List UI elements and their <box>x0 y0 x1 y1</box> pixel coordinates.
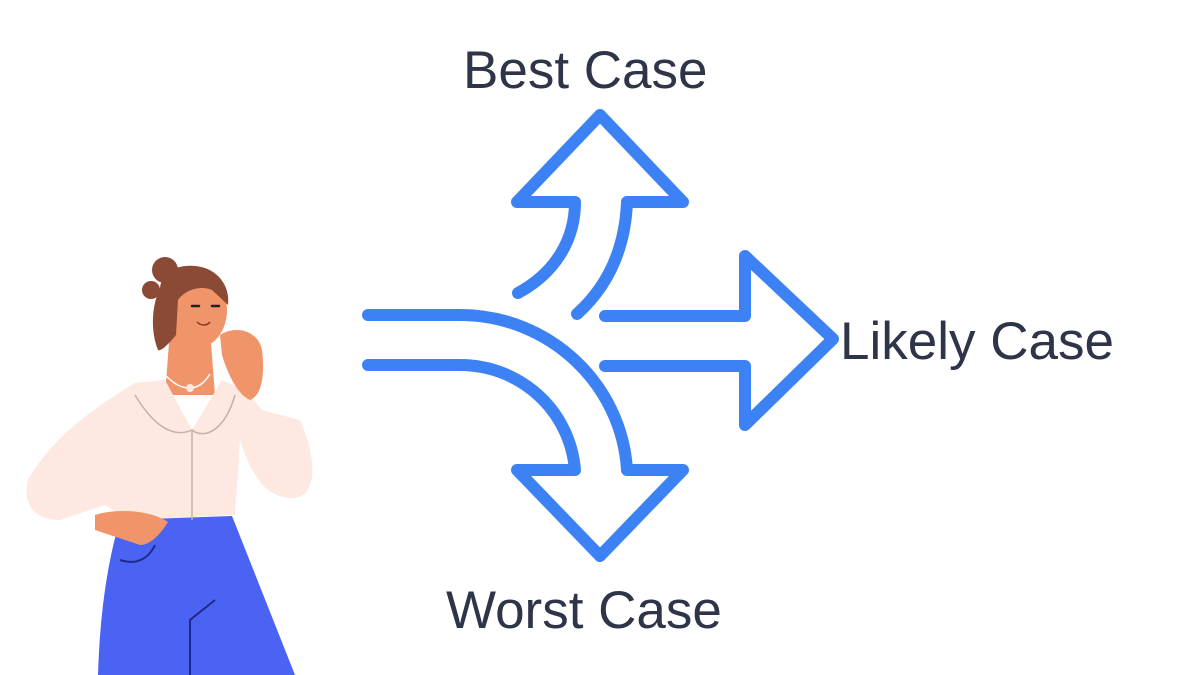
best-case-label: Best Case <box>463 41 708 100</box>
likely-case-arrow <box>599 250 839 431</box>
likely-case-label: Likely Case <box>840 312 1114 371</box>
worst-case-arrow <box>362 309 689 562</box>
worst-case-label: Worst Case <box>446 581 722 640</box>
best-case-arrow <box>511 109 689 320</box>
blouse <box>26 380 313 520</box>
hair <box>152 265 229 351</box>
